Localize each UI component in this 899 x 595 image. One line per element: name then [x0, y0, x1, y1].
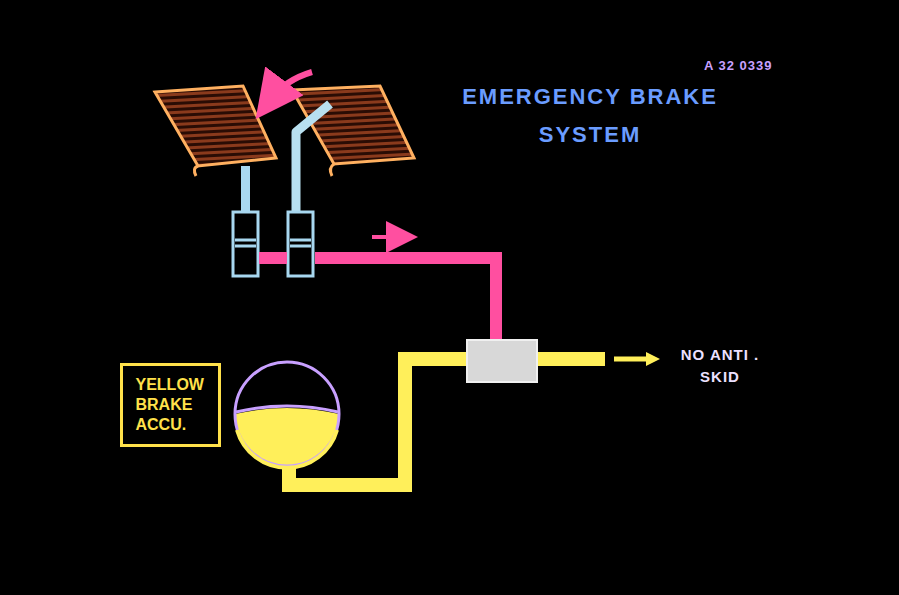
master-cylinder [288, 212, 313, 276]
master-cylinder [233, 212, 258, 276]
pedal-pressure-line [259, 252, 502, 342]
brake-valve [467, 340, 537, 382]
crank-rod [296, 104, 330, 212]
brake-pedal [155, 86, 276, 176]
flow-arrow [614, 357, 648, 362]
brake-pedal [292, 86, 414, 176]
flow-arrow [646, 352, 660, 366]
flow-arrow [372, 235, 402, 239]
label-box: YELLOW BRAKE ACCU. [120, 363, 221, 447]
motion-arrow [270, 72, 312, 100]
push-rod [241, 166, 250, 212]
box-text: YELLOW BRAKE ACCU. [136, 375, 206, 435]
accumulator-sphere [235, 362, 339, 468]
reference-number: A 32 0339 [704, 58, 773, 73]
note-text: NO ANTI . SKID [660, 344, 780, 388]
diagram-title: EMERGENCY BRAKE SYSTEM [445, 78, 735, 154]
